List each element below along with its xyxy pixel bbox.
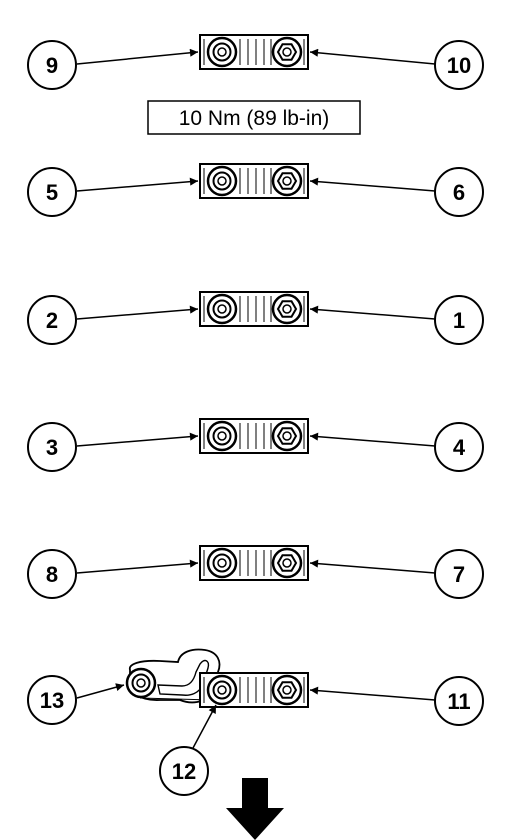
callout-3-circle — [27, 422, 77, 472]
callout-7: 7 — [453, 562, 465, 587]
callout-12-circle — [159, 746, 209, 796]
leader-arrow-10 — [309, 48, 436, 65]
callout-5: 5 — [46, 180, 58, 205]
leader-arrow-1 — [309, 305, 436, 320]
bracket-row-4 — [198, 417, 310, 455]
callout-3: 3 — [46, 435, 58, 460]
leader-arrow-6 — [309, 177, 436, 192]
callout-13-circle — [27, 675, 77, 725]
callout-9-circle — [27, 40, 77, 90]
bracket-row-2 — [198, 162, 310, 200]
leader-arrow-2 — [76, 305, 199, 320]
callout-4: 4 — [453, 435, 466, 460]
leader-arrow-3 — [76, 432, 199, 447]
down-arrow-icon — [226, 778, 284, 840]
callout-7-circle — [434, 549, 484, 599]
callout-8-circle — [27, 549, 77, 599]
torque-spec-box — [147, 100, 361, 135]
leader-arrow-13 — [76, 683, 125, 699]
bracket-row-6 — [198, 671, 310, 709]
leader-arrow-4 — [309, 432, 436, 447]
bracket-row-3 — [198, 290, 310, 328]
leader-arrow-7 — [309, 559, 436, 574]
callout-2: 2 — [46, 308, 58, 333]
torque-spec-label: 10 Nm (89 lb-in) — [179, 107, 330, 130]
leader-arrow-12 — [192, 704, 217, 749]
callout-1-circle — [434, 295, 484, 345]
callout-6-circle — [434, 167, 484, 217]
offset-bracket — [125, 648, 221, 704]
callout-10-circle — [434, 40, 484, 90]
callout-6: 6 — [453, 180, 465, 205]
callout-12: 12 — [172, 759, 196, 784]
leader-arrow-5 — [76, 177, 199, 192]
callout-8: 8 — [46, 562, 58, 587]
callout-5-circle — [27, 167, 77, 217]
callout-2-circle — [27, 295, 77, 345]
callout-11-circle — [434, 676, 484, 726]
callout-13: 13 — [40, 688, 64, 713]
leader-arrow-9 — [76, 48, 199, 65]
leader-arrow-8 — [76, 559, 199, 574]
callout-10: 10 — [447, 53, 471, 78]
bracket-row-1 — [198, 33, 310, 71]
callout-11: 11 — [447, 689, 470, 714]
leader-arrow-11 — [309, 686, 436, 701]
callout-1: 1 — [453, 308, 465, 333]
callout-9: 9 — [46, 53, 58, 78]
bracket-row-5 — [198, 544, 310, 582]
callout-4-circle — [434, 422, 484, 472]
